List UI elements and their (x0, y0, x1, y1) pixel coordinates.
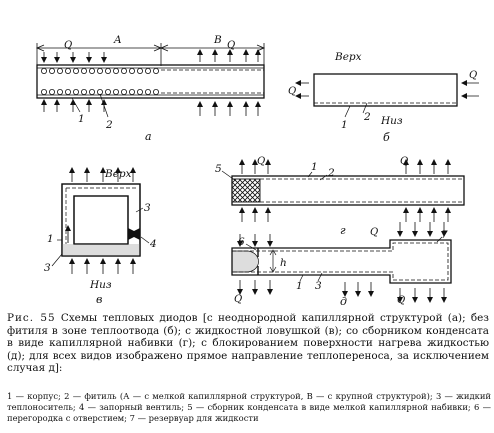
wick-pore (97, 89, 104, 96)
label-3: 3 (315, 280, 322, 292)
label-1: 1 (78, 113, 85, 125)
q-label: Q (64, 40, 72, 51)
q-label: Q (397, 295, 405, 306)
label-4: 4 (149, 238, 157, 250)
wick-pore (73, 89, 80, 96)
heat-flux-arrows (237, 222, 447, 303)
label-2: 2 (327, 167, 335, 179)
wick-pore (105, 89, 112, 96)
figure-legend: 1 — корпус; 2 — фитиль (А — с мелкой кап… (7, 391, 491, 423)
heat-flux-arrows (69, 167, 136, 182)
label-1: 1 (311, 161, 318, 173)
pipe-body (36, 64, 265, 99)
label-h: h (280, 257, 287, 269)
figure-drawing: A B Q Q 1 2 а Верх Q Q 1 2 Низ б В (35, 34, 479, 308)
wick-pore (136, 68, 143, 75)
wick-pore (121, 89, 128, 96)
wick-pore (144, 68, 151, 75)
label-niz: Низ (380, 115, 403, 127)
wick-pore (81, 68, 88, 75)
label-5: 5 (215, 163, 222, 175)
wick-pore (89, 68, 96, 75)
q-label: Q (400, 156, 408, 167)
liquid (231, 250, 259, 273)
label-2: 2 (363, 111, 371, 123)
subfigure-label-b: б (383, 131, 390, 144)
wick-pore (113, 89, 120, 96)
q-label: Q (288, 86, 296, 97)
label-3: 3 (144, 202, 151, 214)
diagram-a: A B Q Q 1 2 а (35, 34, 266, 143)
diagram-b: Верх Q Q 1 2 Низ б (288, 51, 479, 144)
q-label: Q (257, 156, 265, 167)
wick-pore (121, 68, 128, 75)
wick-pore (144, 89, 151, 96)
wick-pore (136, 89, 143, 96)
subfigure-label-g: г (340, 224, 346, 237)
wick-pore (89, 89, 96, 96)
label-A: A (113, 34, 122, 46)
wick-pore (113, 68, 120, 75)
figure-number: Рис. 55 (7, 312, 56, 324)
subfigure-label-v: в (96, 293, 102, 306)
label-1: 1 (296, 280, 303, 292)
pipe-body (313, 73, 458, 107)
pipe-body (231, 239, 452, 284)
label-1: 1 (341, 119, 348, 131)
wick-pore (41, 68, 48, 75)
wick-pore (128, 89, 135, 96)
condensate-collector (231, 178, 261, 203)
label-verkh: Верх (334, 51, 362, 63)
wick-pore (105, 68, 112, 75)
q-label: Q (234, 294, 242, 305)
wick-pore (57, 89, 64, 96)
subfigure-label-d: д (340, 295, 347, 308)
wick-pore (49, 68, 56, 75)
label-1: 1 (47, 233, 54, 245)
diagram-g: Q Q 5 1 2 г (215, 156, 465, 237)
heat-flux-arrows (41, 49, 261, 116)
wick-pore (41, 89, 48, 96)
label-3: 3 (44, 262, 51, 274)
wick-pore (81, 89, 88, 96)
label-6: 6 (238, 236, 245, 248)
heat-flux-arrows (239, 159, 451, 222)
label-niz: Низ (89, 279, 112, 291)
wick-pore (65, 68, 72, 75)
label-B: B (213, 34, 222, 46)
wick-pore (128, 68, 135, 75)
caption-text: Схемы тепловых диодов [с неоднородной ка… (7, 312, 489, 375)
diagram-v: Верх 1 3 4 3 Низ в (44, 167, 157, 306)
heat-flux-arrows (69, 258, 136, 274)
q-label: Q (227, 40, 235, 51)
liquid (62, 244, 140, 256)
label-2: 2 (105, 119, 113, 131)
figure-caption: Рис. 55 Схемы тепловых диодов [с неоднор… (7, 312, 489, 375)
wick-pore (73, 68, 80, 75)
pipe-body (231, 175, 465, 206)
wick-pore (65, 89, 72, 96)
wick-pore (97, 68, 104, 75)
wick-pore (152, 89, 159, 96)
diagram-d: h 6 7 1 3 Q Q Q д (231, 222, 452, 308)
subfigure-label-a: а (145, 130, 152, 143)
q-label: Q (469, 70, 477, 81)
q-label: Q (370, 227, 378, 238)
label-7: 7 (441, 229, 448, 241)
wick-pore (49, 89, 56, 96)
wick-pore (152, 68, 159, 75)
fine-wick-structure (41, 68, 159, 96)
wick-pore (57, 68, 64, 75)
